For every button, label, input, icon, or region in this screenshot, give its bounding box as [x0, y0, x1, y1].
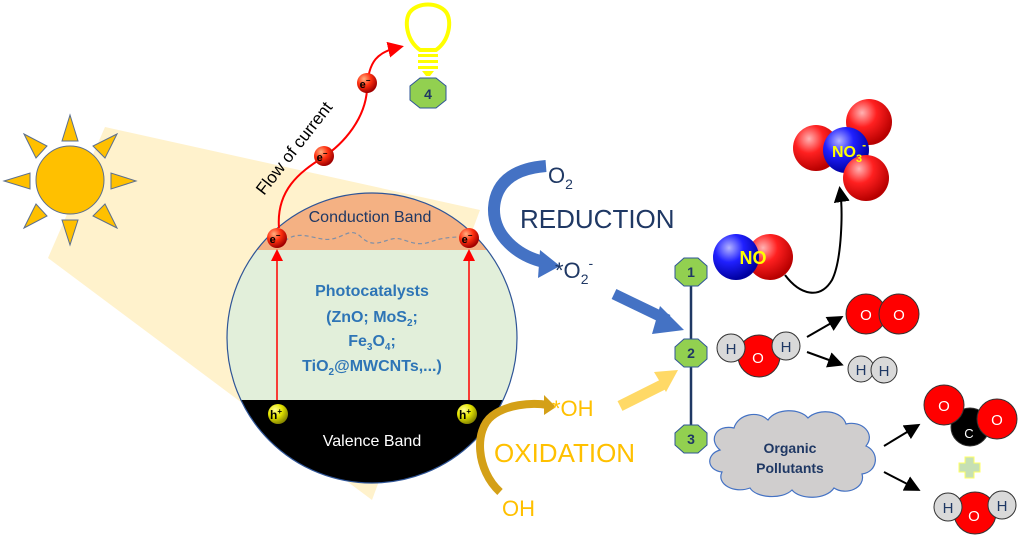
current-flow-arrow	[277, 41, 404, 229]
o2-label: O2	[548, 163, 573, 192]
svg-text:O: O	[893, 307, 905, 324]
svg-text:e−: e−	[462, 231, 473, 246]
h2-molecule: H H	[847, 355, 898, 384]
conduction-band-label: Conduction Band	[309, 209, 432, 226]
water-molecule-product: H H O	[933, 490, 1017, 535]
svg-text:1: 1	[687, 264, 695, 280]
organic-pollutants-cloud: Organic Pollutants	[709, 410, 876, 498]
sun-icon	[2, 113, 138, 247]
light-bulb-icon	[404, 2, 452, 76]
svg-text:h+: h+	[270, 407, 282, 422]
no3-molecule: NO3-	[793, 99, 892, 201]
water-molecule-step2: H H O	[716, 331, 801, 378]
co2-molecule: O O C	[923, 384, 1018, 447]
svg-text:e−: e−	[270, 231, 281, 246]
svg-text:Pollutants: Pollutants	[756, 460, 824, 476]
svg-text:O: O	[991, 412, 1003, 429]
superoxide-to-step-arrow	[611, 289, 684, 334]
hole-left: h+	[268, 404, 288, 424]
electron-flow-1: e−	[314, 146, 334, 166]
superoxide-label: *O2-	[555, 255, 593, 287]
reduction-label: REDUCTION	[520, 204, 675, 234]
oxidation-arrow	[476, 395, 556, 495]
no-molecule: NO	[713, 234, 793, 280]
photocatalyst-particle: Conduction Band Valence Band Photocataly…	[226, 192, 518, 484]
svg-text:H: H	[781, 339, 792, 356]
svg-text:H: H	[856, 362, 867, 379]
step-badge-3: 3	[674, 424, 708, 454]
energy-gap-line	[284, 232, 467, 245]
hydroxyl-to-step-arrow	[617, 370, 678, 411]
svg-text:e−: e−	[360, 76, 371, 91]
o2-molecule: O O	[845, 293, 920, 335]
photocatalysts-line-2: Fe3O4;	[348, 333, 396, 353]
photocatalysts-line-3: TiO2@MWCNTs,...)	[302, 358, 442, 378]
svg-text:3: 3	[687, 431, 695, 447]
reduction-arrow	[488, 160, 560, 278]
step-badge-2: 2	[674, 338, 708, 368]
electron-left: e−	[267, 228, 287, 248]
oxidation-label: OXIDATION	[494, 438, 635, 468]
photocatalysts-title: Photocatalysts	[315, 283, 429, 300]
hydroxyl-radical-label: *OH	[552, 396, 594, 421]
plus-icon	[958, 456, 981, 479]
svg-text:O: O	[968, 508, 980, 525]
photocatalysts-line-1: (ZnO; MoS2;	[326, 309, 418, 329]
svg-text:O: O	[752, 350, 764, 367]
svg-text:e−: e−	[317, 149, 328, 164]
water-to-h2-arrow	[806, 351, 844, 368]
svg-text:NO3-: NO3-	[832, 138, 866, 165]
step-badge-4: 4	[409, 77, 447, 109]
hydroxide-label: OH	[502, 496, 535, 521]
svg-text:4: 4	[424, 86, 432, 102]
svg-text:C: C	[964, 426, 973, 441]
no-to-no3-arrow	[784, 186, 850, 294]
svg-text:H: H	[997, 498, 1008, 515]
svg-text:H: H	[943, 500, 954, 517]
svg-text:h+: h+	[459, 407, 471, 422]
svg-text:NO: NO	[740, 248, 767, 268]
electron-flow-2: e−	[357, 73, 377, 93]
svg-text:O: O	[938, 398, 950, 415]
photocatalyst-label: Photocatalysts (ZnO; MoS2; Fe3O4; TiO2@M…	[302, 283, 442, 378]
svg-text:H: H	[879, 363, 890, 380]
valence-band-label: Valence Band	[323, 433, 421, 450]
hole-right: h+	[457, 404, 477, 424]
svg-text:2: 2	[687, 345, 695, 361]
electron-right: e−	[459, 228, 479, 248]
svg-text:O: O	[860, 307, 872, 324]
svg-text:Organic: Organic	[764, 440, 817, 456]
step-badge-1: 1	[674, 257, 708, 287]
svg-text:H: H	[726, 341, 737, 358]
pollutants-to-co2-arrow	[883, 423, 921, 447]
pollutants-to-water-arrow	[883, 471, 921, 491]
water-to-o2-arrow	[806, 316, 844, 338]
